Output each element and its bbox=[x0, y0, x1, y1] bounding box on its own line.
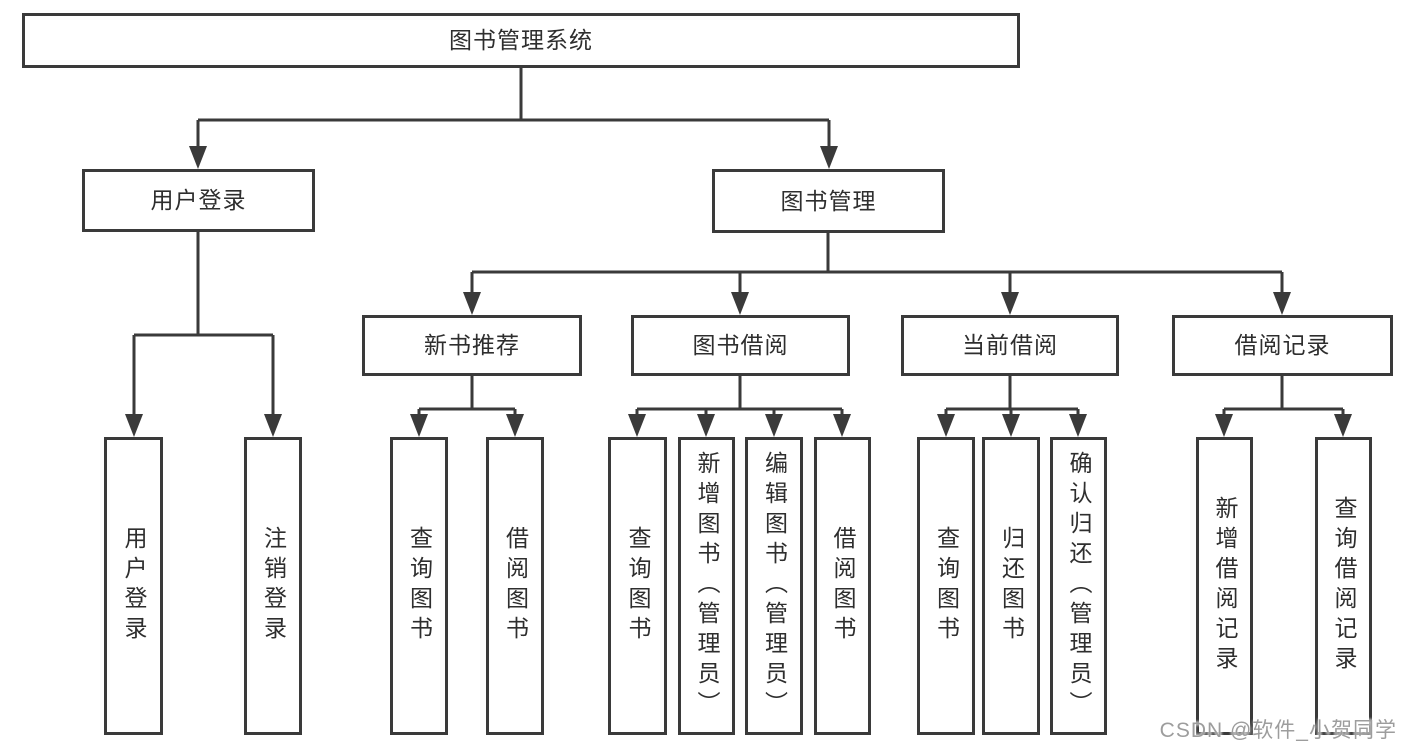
leaf-return-books: 归还图书 bbox=[982, 437, 1040, 735]
leaf-borrow-books-1-label: 借阅图书 bbox=[502, 526, 529, 646]
leaf-borrow-books-2-label: 借阅图书 bbox=[830, 526, 856, 646]
leaf-edit-books-admin-label: 编辑图书（管理员） bbox=[761, 451, 788, 721]
node-borrow-records: 借阅记录 bbox=[1172, 315, 1393, 376]
leaf-borrow-books-2: 借阅图书 bbox=[814, 437, 871, 735]
leaf-add-borrow-record-label: 新增借阅记录 bbox=[1212, 496, 1238, 676]
leaf-user-login: 用户登录 bbox=[104, 437, 163, 735]
node-book-management: 图书管理 bbox=[712, 169, 945, 233]
leaf-confirm-return-admin: 确认归还（管理员） bbox=[1050, 437, 1107, 735]
leaf-query-books-1: 查询图书 bbox=[390, 437, 448, 735]
leaf-add-books-admin: 新增图书（管理员） bbox=[678, 437, 735, 735]
leaf-query-books-3: 查询图书 bbox=[917, 437, 975, 735]
node-book-management-label: 图书管理 bbox=[780, 187, 877, 214]
leaf-add-borrow-record: 新增借阅记录 bbox=[1196, 437, 1253, 735]
leaf-edit-books-admin: 编辑图书（管理员） bbox=[745, 437, 803, 735]
arrowheads bbox=[125, 146, 1352, 437]
leaf-return-books-label: 归还图书 bbox=[998, 526, 1025, 646]
node-current-borrow: 当前借阅 bbox=[901, 315, 1119, 376]
node-book-borrow-label: 图书借阅 bbox=[692, 332, 789, 358]
node-borrow-records-label: 借阅记录 bbox=[1234, 332, 1331, 358]
leaf-logout-login-label: 注销登录 bbox=[260, 526, 287, 646]
node-user-login: 用户登录 bbox=[82, 169, 315, 232]
leaf-logout-login: 注销登录 bbox=[244, 437, 302, 735]
csdn-watermark: CSDN @软件_小贺同学 bbox=[1159, 719, 1397, 742]
node-new-book-recommend-label: 新书推荐 bbox=[424, 332, 520, 358]
leaf-query-borrow-record: 查询借阅记录 bbox=[1315, 437, 1372, 735]
leaf-query-books-1-label: 查询图书 bbox=[406, 526, 433, 646]
node-new-book-recommend: 新书推荐 bbox=[362, 315, 582, 376]
leaf-query-borrow-record-label: 查询借阅记录 bbox=[1331, 496, 1357, 676]
leaf-confirm-return-admin-label: 确认归还（管理员） bbox=[1066, 451, 1092, 721]
node-current-borrow-label: 当前借阅 bbox=[962, 332, 1058, 358]
leaf-add-books-admin-label: 新增图书（管理员） bbox=[694, 451, 720, 721]
node-user-login-label: 用户登录 bbox=[150, 187, 247, 213]
leaf-user-login-label: 用户登录 bbox=[121, 526, 147, 646]
node-root: 图书管理系统 bbox=[22, 13, 1020, 68]
node-root-label: 图书管理系统 bbox=[449, 27, 593, 53]
leaf-query-books-3-label: 查询图书 bbox=[933, 526, 960, 646]
leaf-query-books-2: 查询图书 bbox=[608, 437, 667, 735]
leaf-query-books-2-label: 查询图书 bbox=[625, 526, 651, 646]
connector-lines bbox=[132, 68, 1345, 418]
node-book-borrow: 图书借阅 bbox=[631, 315, 850, 376]
leaf-borrow-books-1: 借阅图书 bbox=[486, 437, 544, 735]
